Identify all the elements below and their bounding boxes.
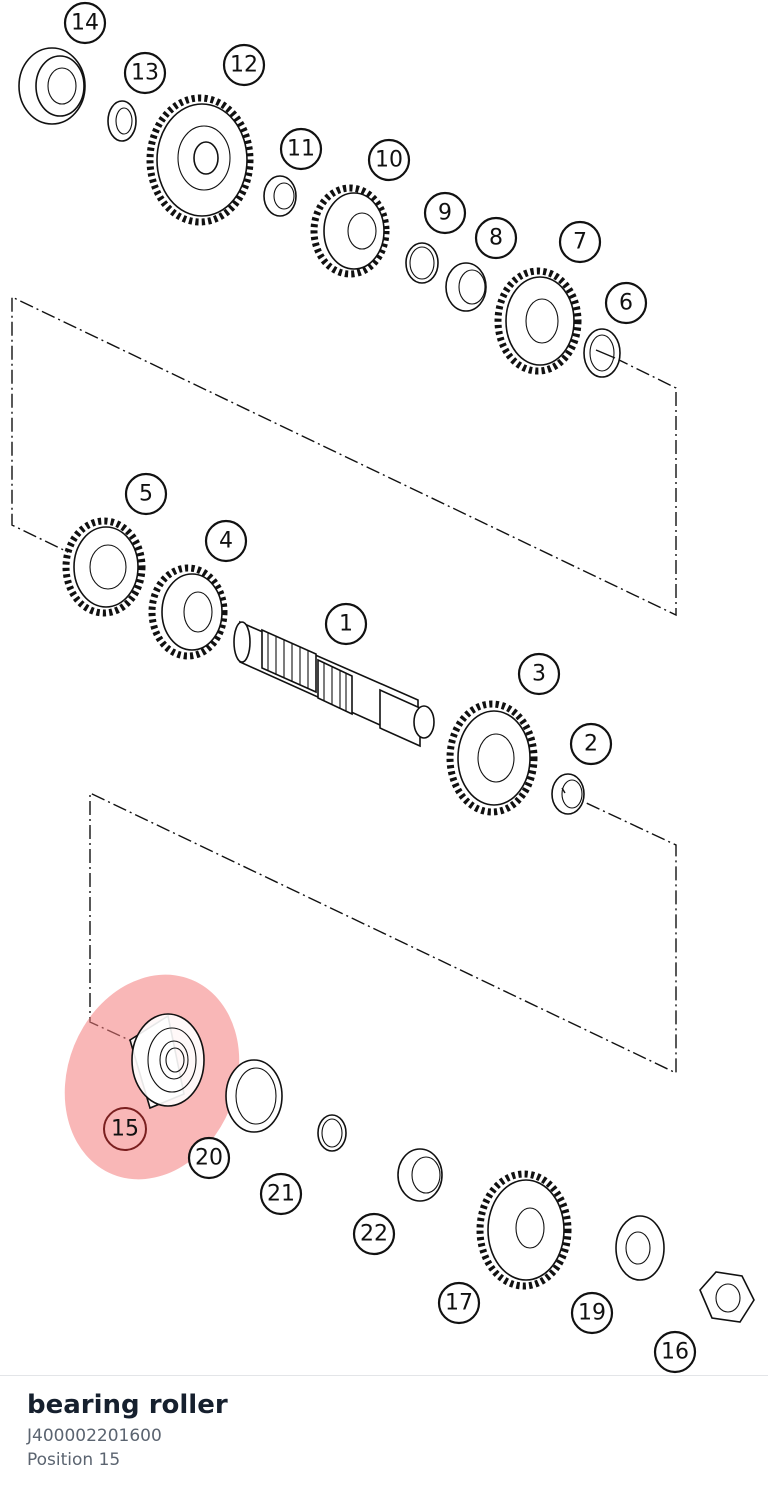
svg-text:19: 19 xyxy=(578,1301,606,1326)
svg-text:6: 6 xyxy=(619,291,633,316)
callout-20[interactable]: 20 xyxy=(187,1136,231,1180)
part-8-bushing[interactable] xyxy=(445,262,487,312)
part-20-seal[interactable] xyxy=(225,1059,283,1133)
selected-part-panel: bearing roller J400002201600 Position 15 xyxy=(0,1375,768,1491)
svg-text:2: 2 xyxy=(584,732,598,757)
svg-text:7: 7 xyxy=(573,230,587,255)
part-4-gear[interactable] xyxy=(148,564,228,660)
callout-9[interactable]: 9 xyxy=(423,191,467,235)
svg-text:3: 3 xyxy=(532,662,546,687)
svg-text:5: 5 xyxy=(139,482,153,507)
callout-14[interactable]: 14 xyxy=(63,1,107,45)
part-17-sprocket[interactable] xyxy=(476,1170,572,1290)
callout-7[interactable]: 7 xyxy=(558,220,602,264)
svg-text:16: 16 xyxy=(661,1340,689,1365)
callout-12[interactable]: 12 xyxy=(222,43,266,87)
svg-text:15: 15 xyxy=(111,1117,139,1142)
svg-text:10: 10 xyxy=(375,148,403,173)
part-name: bearing roller xyxy=(27,1390,228,1420)
callout-4[interactable]: 4 xyxy=(204,519,248,563)
part-5-gear[interactable] xyxy=(62,517,146,617)
part-16-nut[interactable] xyxy=(699,1271,755,1323)
callout-11[interactable]: 11 xyxy=(279,127,323,171)
callout-5[interactable]: 5 xyxy=(124,472,168,516)
svg-text:11: 11 xyxy=(287,137,315,162)
part-15-bearing-roller[interactable] xyxy=(129,1013,205,1110)
part-22-spacer[interactable] xyxy=(397,1148,443,1202)
part-9-circlip[interactable] xyxy=(405,242,439,284)
callout-16[interactable]: 16 xyxy=(653,1330,697,1374)
part-12-gear[interactable] xyxy=(146,94,254,226)
part-2-bushing[interactable] xyxy=(551,773,585,815)
part-14-bearing[interactable] xyxy=(18,47,86,125)
callout-17[interactable]: 17 xyxy=(437,1281,481,1325)
callout-6[interactable]: 6 xyxy=(604,281,648,325)
svg-text:20: 20 xyxy=(195,1146,223,1171)
svg-text:9: 9 xyxy=(438,201,452,226)
exploded-parts-diagram: 14 13 12 11 10 9 8 7 6 5 4 1 3 2 15 20 2… xyxy=(11,1,755,1374)
callout-22[interactable]: 22 xyxy=(352,1212,396,1256)
callout-13[interactable]: 13 xyxy=(123,51,167,95)
callout-15[interactable]: 15 xyxy=(103,1107,147,1151)
part-11-bushing[interactable] xyxy=(263,175,297,217)
callout-10[interactable]: 10 xyxy=(367,138,411,182)
callout-19[interactable]: 19 xyxy=(570,1291,614,1335)
callout-3[interactable]: 3 xyxy=(517,652,561,696)
part-3-gear[interactable] xyxy=(446,700,538,816)
svg-text:22: 22 xyxy=(360,1222,388,1247)
callout-leader-lines xyxy=(561,349,616,794)
part-7-gear[interactable] xyxy=(494,267,582,375)
svg-text:8: 8 xyxy=(489,226,503,251)
assembly-guide-lines xyxy=(11,295,677,1075)
part-21-o-ring[interactable] xyxy=(317,1114,347,1152)
svg-text:14: 14 xyxy=(71,11,99,36)
callout-1[interactable]: 1 xyxy=(324,602,368,646)
svg-text:21: 21 xyxy=(267,1182,295,1207)
callout-2[interactable]: 2 xyxy=(569,722,613,766)
part-1-shaft[interactable] xyxy=(233,620,435,748)
part-13-washer[interactable] xyxy=(107,100,137,142)
part-19-lock-washer[interactable] xyxy=(615,1215,665,1281)
svg-text:1: 1 xyxy=(339,612,353,637)
svg-text:4: 4 xyxy=(219,529,233,554)
callout-8[interactable]: 8 xyxy=(474,216,518,260)
svg-text:12: 12 xyxy=(230,53,258,78)
svg-text:13: 13 xyxy=(131,61,159,86)
callout-21[interactable]: 21 xyxy=(259,1172,303,1216)
svg-text:17: 17 xyxy=(445,1291,473,1316)
part-position: Position 15 xyxy=(27,1450,121,1470)
part-number: J400002201600 xyxy=(27,1426,162,1446)
part-10-gear[interactable] xyxy=(310,184,390,278)
